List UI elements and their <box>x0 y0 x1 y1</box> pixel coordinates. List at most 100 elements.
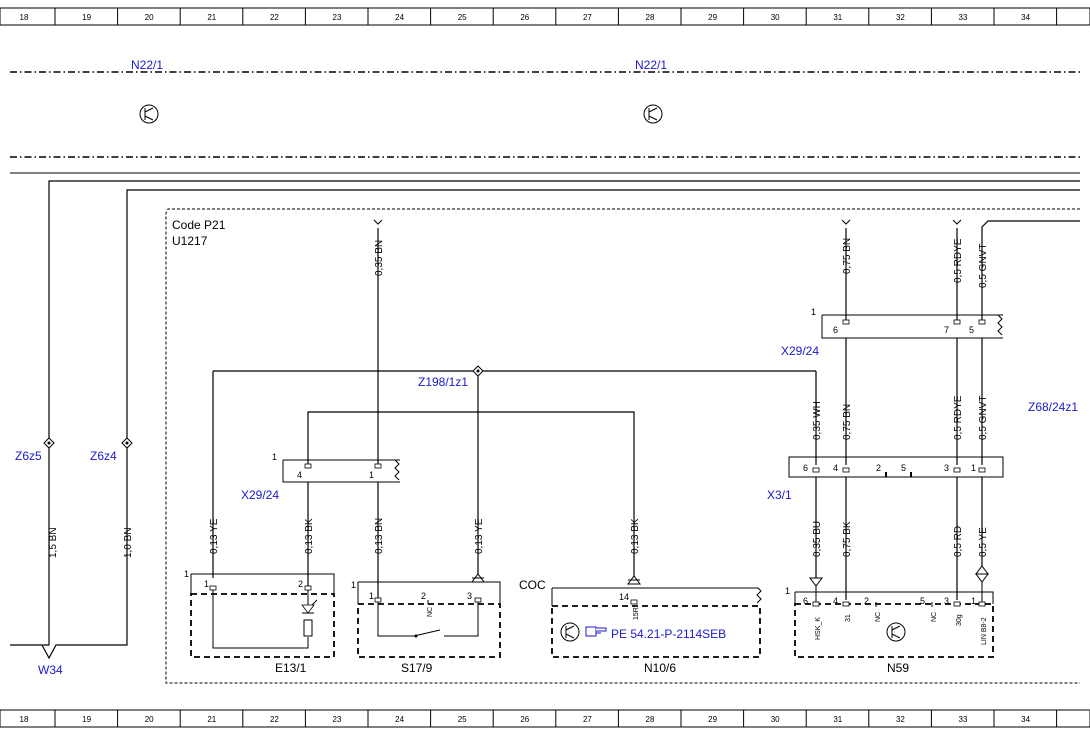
pin-label: 30g <box>956 614 963 626</box>
n22-1-label-left: N22/1 <box>131 58 163 72</box>
ruler-number: 24 <box>395 715 404 724</box>
z6z5-label: Z6z5 <box>15 449 42 463</box>
ruler-number: 18 <box>20 715 29 724</box>
pin-label: NC <box>931 612 938 622</box>
x29-24-label-left: X29/24 <box>241 488 279 502</box>
ruler-number: 26 <box>520 13 529 22</box>
wire-label: 1,0 BN <box>123 527 134 558</box>
n22-1-label-right: N22/1 <box>635 58 667 72</box>
pin-label: 4 <box>297 470 302 480</box>
ruler-number: 20 <box>145 715 154 724</box>
pin-label: 3 <box>944 596 949 606</box>
pin-label: 1 <box>971 596 976 606</box>
pin-label: 4 <box>833 596 838 606</box>
ruler-number: 31 <box>833 715 842 724</box>
pin-label: 3 <box>944 463 949 473</box>
wire-label: 0,5 GNVT <box>978 244 989 288</box>
n59-component <box>794 565 994 658</box>
coc-label: COC <box>519 578 546 592</box>
ruler-number: 32 <box>896 715 905 724</box>
ruler-number: 18 <box>20 13 29 22</box>
control-unit-icon <box>139 104 159 124</box>
ruler-number: 25 <box>458 13 467 22</box>
wire-label: 0,75 BK <box>842 521 853 557</box>
ruler-number: 23 <box>333 13 342 22</box>
pointing-hand-icon <box>585 626 607 637</box>
wire-label: 1,5 BN <box>48 527 59 558</box>
ruler-number: 27 <box>583 715 592 724</box>
ruler-number: 33 <box>959 13 968 22</box>
s17-9-component <box>357 573 501 658</box>
pin-label: 1 <box>971 463 976 473</box>
ruler-number: 23 <box>333 715 342 724</box>
z6z4-label: Z6z4 <box>90 449 117 463</box>
wire-label: 0,13 BK <box>630 518 641 554</box>
pin-label: LIN B8-2 <box>981 617 988 645</box>
pin-label: NC <box>875 612 882 622</box>
z68-label: Z68/24z1 <box>1028 400 1078 414</box>
ruler-number: 28 <box>646 715 655 724</box>
pin-label: 15R <box>633 607 640 620</box>
wire-label: 0,35 BN <box>374 240 385 276</box>
pin-label: 1 <box>351 580 356 590</box>
ruler-number: 31 <box>833 13 842 22</box>
wire-label: 0,5 YE <box>978 527 989 557</box>
wire-label: 0,75 BN <box>842 404 853 440</box>
pin-label: 3 <box>467 591 472 601</box>
ruler-number: 19 <box>82 13 91 22</box>
ruler-number: 22 <box>270 715 279 724</box>
s17-9-label: S17/9 <box>401 661 433 675</box>
ruler-number: 29 <box>708 13 717 22</box>
ruler-number: 29 <box>708 715 717 724</box>
ruler-number: 20 <box>145 13 154 22</box>
ruler-number: 22 <box>270 13 279 22</box>
x29-24-label-right: X29/24 <box>781 344 819 358</box>
pin-label: 1 <box>811 307 816 317</box>
pin-label: 5 <box>901 463 906 473</box>
wire-label: 0,5 RDYE <box>953 238 964 283</box>
pin-label: 31 <box>845 614 852 622</box>
pin-label: 1 <box>184 569 189 579</box>
n59-label: N59 <box>887 661 909 675</box>
pin-label: 5 <box>920 596 925 606</box>
z198-label: Z198/1z1 <box>418 375 468 389</box>
pin-label: NC <box>427 607 434 617</box>
ruler-number: 21 <box>207 13 216 22</box>
wire-label: 0,13 YE <box>209 518 220 554</box>
x3-1-connector <box>788 456 1004 478</box>
e13-1-label: E13/1 <box>275 661 307 675</box>
ruler-number: 25 <box>458 715 467 724</box>
pin-label: 1 <box>369 591 374 601</box>
x3-1-label: X3/1 <box>767 488 792 502</box>
ruler-number: 19 <box>82 715 91 724</box>
pin-label: 6 <box>803 463 808 473</box>
u-code-label: U1217 <box>172 234 208 248</box>
pin-label: 4 <box>833 463 838 473</box>
wire-label: 0,5 RDYE <box>953 395 964 440</box>
ruler-number: 33 <box>959 715 968 724</box>
pin-label: 1 <box>204 579 209 589</box>
wire-label: 0,75 BN <box>842 238 853 274</box>
wire-label: 0,13 YE <box>474 518 485 554</box>
wire-label: 0,13 BK <box>304 518 315 554</box>
ruler-number: 30 <box>771 715 780 724</box>
wire-label: 0,5 RD <box>953 526 964 557</box>
splice-z198 <box>472 365 484 377</box>
pin-label: 1 <box>369 470 374 480</box>
ruler-number: 34 <box>1021 715 1030 724</box>
pin-label: 14 <box>619 592 629 602</box>
pin-label: 6 <box>803 596 808 606</box>
x29-24-connector-right <box>821 314 1003 339</box>
pe-reference-link[interactable]: PE 54.21-P-2114SEB <box>611 627 726 641</box>
ruler-number: 21 <box>207 715 216 724</box>
pin-label: 2 <box>421 591 426 601</box>
pin-label: 2 <box>864 596 869 606</box>
wire-label: 0,35 BU <box>812 521 823 557</box>
splice-z6z4 <box>121 437 133 449</box>
wire-label: 0,5 GNVT <box>978 396 989 440</box>
pin-label: 2 <box>298 579 303 589</box>
ruler-number: 26 <box>520 715 529 724</box>
ruler-number: 34 <box>1021 13 1030 22</box>
